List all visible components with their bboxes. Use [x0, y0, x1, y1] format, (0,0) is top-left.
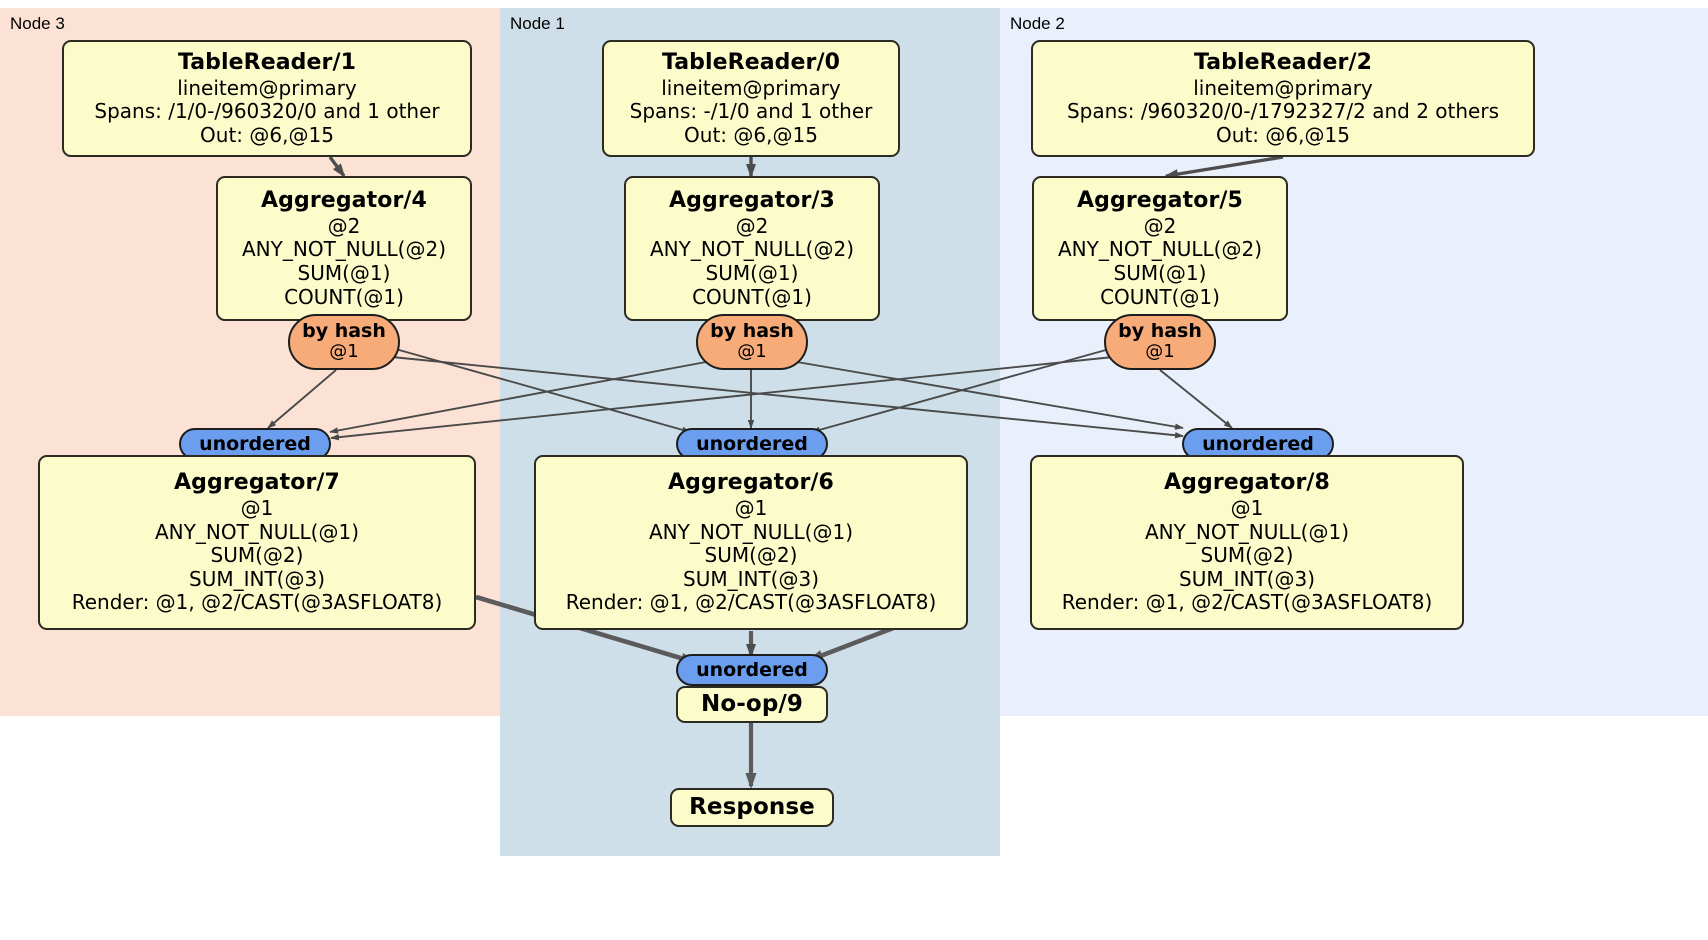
node-title: Aggregator/7: [174, 470, 340, 496]
edge-hash4-unordered7: [267, 369, 337, 429]
node-title: Aggregator/8: [1164, 470, 1330, 496]
hash-router-agg4[interactable]: by hash @1: [288, 314, 400, 370]
unordered-router-agg7[interactable]: unordered: [179, 428, 331, 460]
node-agg-0: ANY_NOT_NULL(@1): [155, 519, 359, 544]
router-title: unordered: [696, 658, 808, 681]
node-title: Aggregator/6: [668, 470, 834, 496]
node-render: Render: @1, @2/CAST(@3ASFLOAT8): [71, 590, 443, 615]
node-group: @1: [734, 495, 768, 520]
edge-hash4-unordered2: [391, 356, 1184, 439]
router-column: @1: [1145, 341, 1175, 363]
node-render: Render: @1, @2/CAST(@3ASFLOAT8): [565, 590, 937, 615]
node-out: Out: @6,@15: [200, 122, 334, 147]
node-spans: Spans: /1/0-/960320/0 and 1 other: [94, 99, 440, 124]
hash-router-agg5[interactable]: by hash @1: [1104, 314, 1216, 370]
edge-hash3-unordered2: [796, 361, 1184, 430]
no-op-9[interactable]: No-op/9: [676, 686, 828, 723]
edge-hash5-unordered6: [811, 347, 1114, 433]
node-agg-0: ANY_NOT_NULL(@2): [242, 237, 446, 262]
node-title: TableReader/0: [661, 49, 841, 75]
node-panel-label-node3: Node 3: [10, 14, 65, 33]
node-title: TableReader/1: [177, 49, 357, 75]
node-group: @1: [1230, 495, 1264, 520]
table-reader-0[interactable]: TableReader/0 lineitem@primary Spans: -/…: [602, 40, 900, 157]
node-spans: Spans: /960320/0-/1792327/2 and 2 others: [1066, 99, 1499, 124]
unordered-router-final[interactable]: unordered: [676, 654, 828, 686]
router-title: by hash: [1118, 320, 1202, 343]
node-agg-0: ANY_NOT_NULL(@1): [1145, 519, 1349, 544]
node-title: TableReader/2: [1193, 49, 1373, 75]
node-table: lineitem@primary: [661, 75, 841, 100]
node-group: @2: [1143, 213, 1177, 238]
node-render: Render: @1, @2/CAST(@3ASFLOAT8): [1061, 590, 1433, 615]
node-title: Aggregator/4: [261, 187, 427, 213]
node-agg-2: COUNT(@1): [692, 284, 812, 309]
table-reader-1[interactable]: TableReader/1 lineitem@primary Spans: /1…: [62, 40, 472, 157]
node-agg-2: COUNT(@1): [1100, 284, 1220, 309]
node-agg-1: SUM(@2): [210, 543, 304, 568]
aggregator-6[interactable]: Aggregator/6 @1 ANY_NOT_NULL(@1) SUM(@2)…: [534, 455, 968, 630]
response-node[interactable]: Response: [670, 788, 834, 827]
node-title: Response: [689, 794, 815, 821]
router-column: @1: [737, 341, 767, 363]
node-agg-2: SUM_INT(@3): [1179, 566, 1315, 591]
edge-hash5-unordered8: [1159, 369, 1233, 429]
router-title: unordered: [199, 432, 311, 455]
table-reader-2[interactable]: TableReader/2 lineitem@primary Spans: /9…: [1031, 40, 1535, 157]
node-out: Out: @6,@15: [684, 122, 818, 147]
node-agg-1: SUM(@1): [705, 260, 799, 285]
edge-hash5-unordered7: [330, 356, 1114, 441]
node-agg-0: ANY_NOT_NULL(@1): [649, 519, 853, 544]
node-out: Out: @6,@15: [1216, 122, 1350, 147]
edge-reader2-agg5: [1164, 155, 1284, 180]
node-agg-1: SUM(@1): [297, 260, 391, 285]
node-group: @1: [240, 495, 274, 520]
node-table: lineitem@primary: [1193, 75, 1373, 100]
node-agg-2: SUM_INT(@3): [189, 566, 325, 591]
aggregator-4[interactable]: Aggregator/4 @2 ANY_NOT_NULL(@2) SUM(@1)…: [216, 176, 472, 321]
unordered-router-agg6[interactable]: unordered: [676, 428, 828, 460]
node-agg-0: ANY_NOT_NULL(@2): [650, 237, 854, 262]
aggregator-5[interactable]: Aggregator/5 @2 ANY_NOT_NULL(@2) SUM(@1)…: [1032, 176, 1288, 321]
node-agg-0: ANY_NOT_NULL(@2): [1058, 237, 1262, 262]
node-title: No-op/9: [701, 691, 803, 718]
node-agg-2: SUM_INT(@3): [683, 566, 819, 591]
aggregator-8[interactable]: Aggregator/8 @1 ANY_NOT_NULL(@1) SUM(@2)…: [1030, 455, 1464, 630]
edge-reader1-agg4: [328, 155, 346, 178]
node-panel-label-node2: Node 2: [1010, 14, 1065, 33]
node-agg-1: SUM(@2): [1200, 543, 1294, 568]
hash-router-agg3[interactable]: by hash @1: [696, 314, 808, 370]
node-group: @2: [735, 213, 769, 238]
aggregator-3[interactable]: Aggregator/3 @2 ANY_NOT_NULL(@2) SUM(@1)…: [624, 176, 880, 321]
node-group: @2: [327, 213, 361, 238]
edge-hash3-unordered7: [329, 361, 707, 434]
node-agg-2: COUNT(@1): [284, 284, 404, 309]
node-table: lineitem@primary: [177, 75, 357, 100]
router-title: by hash: [302, 320, 386, 343]
node-agg-1: SUM(@2): [704, 543, 798, 568]
aggregator-7[interactable]: Aggregator/7 @1 ANY_NOT_NULL(@1) SUM(@2)…: [38, 455, 476, 630]
node-agg-1: SUM(@1): [1113, 260, 1207, 285]
router-title: by hash: [710, 320, 794, 343]
node-title: Aggregator/5: [1077, 187, 1243, 213]
router-title: unordered: [1202, 432, 1314, 455]
node-title: Aggregator/3: [669, 187, 835, 213]
router-title: unordered: [696, 432, 808, 455]
router-column: @1: [329, 341, 359, 363]
node-panel-label-node1: Node 1: [510, 14, 565, 33]
node-spans: Spans: -/1/0 and 1 other: [629, 99, 873, 124]
